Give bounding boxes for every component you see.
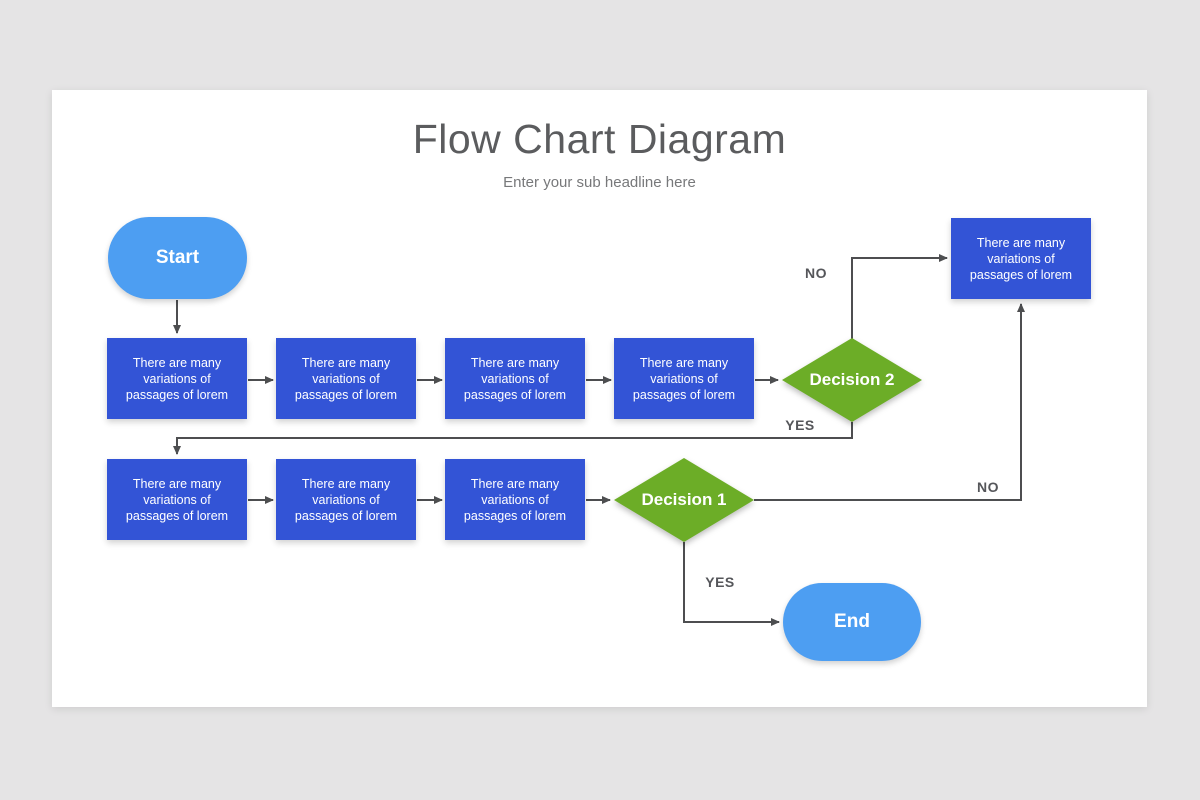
process-box-row1-col2[interactable]: There are many variations of passages of…	[276, 338, 416, 419]
process-box-text: There are many variations of passages of…	[463, 476, 567, 523]
end-node-label: End	[834, 611, 870, 632]
edge-label-decision2-yes: YES	[785, 417, 815, 433]
connector-decision2-yes-to-row2	[173, 422, 853, 455]
process-box-text: There are many variations of passages of…	[969, 235, 1073, 282]
end-node[interactable]: End	[783, 583, 921, 661]
decision-2-label: Decision 2	[809, 370, 895, 389]
connector-decision1-yes-to-end	[683, 542, 780, 626]
process-box-row2-col1[interactable]: There are many variations of passages of…	[107, 459, 247, 540]
edge-label-decision2-no: NO	[805, 265, 827, 281]
process-box-top-right[interactable]: There are many variations of passages of…	[951, 218, 1091, 299]
connector-decision2-no-to-topbox	[851, 254, 948, 339]
decision-1-label: Decision 1	[641, 490, 727, 509]
process-box-row1-col4[interactable]: There are many variations of passages of…	[614, 338, 754, 419]
start-node[interactable]: Start	[108, 217, 247, 299]
decision-1-shape: Decision 1	[614, 458, 754, 542]
connector-decision1-no-to-topbox	[754, 303, 1025, 501]
process-box-text: There are many variations of passages of…	[294, 355, 398, 402]
start-node-label: Start	[155, 247, 200, 268]
page-title: Flow Chart Diagram	[412, 116, 787, 162]
process-box-text: There are many variations of passages of…	[125, 355, 229, 402]
decision-2-shape: Decision 2	[782, 338, 922, 422]
flowchart-connectors	[173, 254, 1025, 626]
process-box-text: There are many variations of passages of…	[632, 355, 736, 402]
process-box-text: There are many variations of passages of…	[125, 476, 229, 523]
process-box-row1-col1[interactable]: There are many variations of passages of…	[107, 338, 247, 419]
process-box-row2-col3[interactable]: There are many variations of passages of…	[445, 459, 585, 540]
page-subtitle: Enter your sub headline here	[503, 174, 696, 191]
process-box-text: There are many variations of passages of…	[294, 476, 398, 523]
process-box-text: There are many variations of passages of…	[463, 355, 567, 402]
slide-card: Flow Chart Diagram Enter your sub headli…	[52, 90, 1147, 707]
edge-label-decision1-yes: YES	[705, 574, 735, 590]
decision-1-node[interactable]: Decision 1	[614, 458, 754, 542]
decision-2-node[interactable]: Decision 2	[782, 338, 922, 422]
edge-label-decision1-no: NO	[977, 479, 999, 495]
process-box-row1-col3[interactable]: There are many variations of passages of…	[445, 338, 585, 419]
process-box-row2-col2[interactable]: There are many variations of passages of…	[276, 459, 416, 540]
